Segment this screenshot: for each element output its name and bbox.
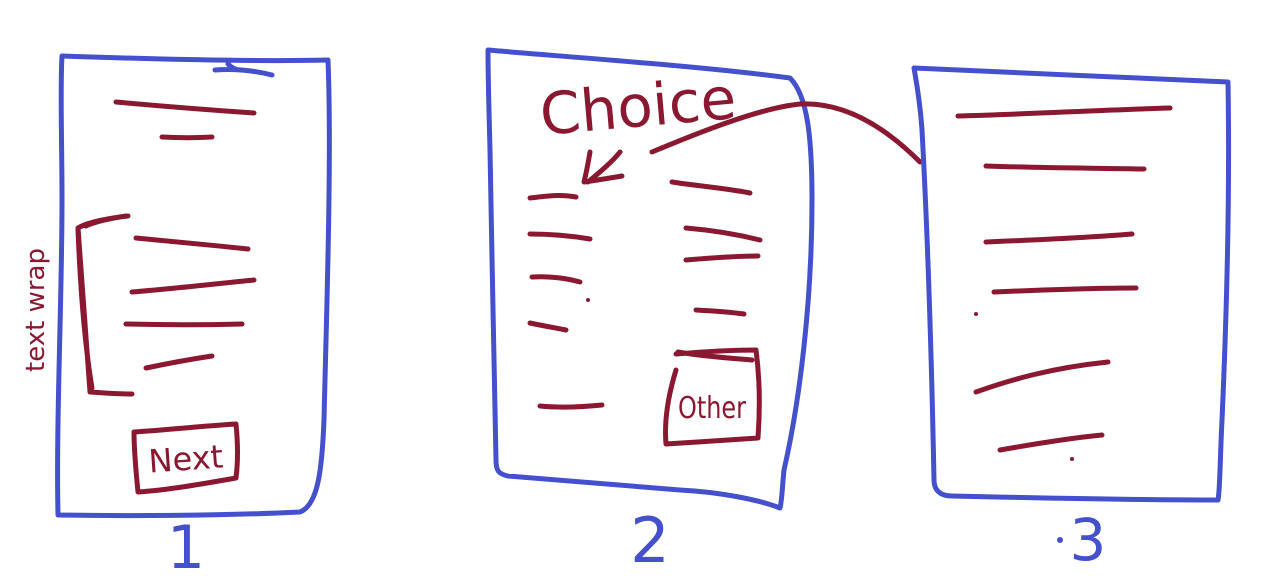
next-button-label: Next bbox=[147, 437, 224, 480]
choice-option-line bbox=[527, 320, 569, 333]
screen-1-text-line bbox=[143, 353, 215, 371]
screen-3-text-line bbox=[973, 359, 1111, 395]
choice-option-line bbox=[693, 307, 747, 317]
choice-option-line bbox=[527, 192, 579, 201]
screen-3-number-dot bbox=[1057, 537, 1063, 543]
next-button-box bbox=[131, 421, 240, 495]
screen-3-dot bbox=[1070, 457, 1074, 461]
flow-connector bbox=[649, 101, 923, 165]
screen-1-subtitle-line bbox=[159, 134, 215, 141]
screen-2-number: 2 bbox=[630, 504, 669, 576]
screen-1-frame bbox=[55, 53, 332, 519]
screen-3-dot bbox=[974, 312, 978, 316]
choice-option-line bbox=[527, 231, 593, 242]
screen-1-text-line bbox=[123, 321, 245, 328]
screen-2-heading: Choice bbox=[537, 64, 739, 149]
choice-option-line bbox=[683, 253, 761, 263]
screen-3-text-line bbox=[955, 105, 1173, 119]
screen-1-number: 1 bbox=[167, 513, 205, 576]
screen-1-bracket-note: text wrap bbox=[21, 248, 51, 372]
screen-1-text-line bbox=[129, 277, 257, 295]
screen-1-text-bracket bbox=[75, 213, 135, 397]
screen-3: 3 bbox=[586, 65, 1232, 574]
choice-option-line bbox=[537, 402, 605, 410]
choice-option-line bbox=[529, 274, 583, 285]
screen-3-text-line bbox=[991, 285, 1139, 295]
other-button-label: Other bbox=[678, 391, 747, 426]
screen-3-text-line bbox=[983, 163, 1147, 172]
screen-2-dot bbox=[586, 298, 590, 302]
screen-1: text wrap Next 1 bbox=[21, 53, 332, 576]
screen-3-frame bbox=[911, 65, 1232, 503]
screen-1-title-line bbox=[113, 99, 257, 116]
choice-arrow bbox=[581, 149, 625, 185]
choice-option-line bbox=[683, 225, 763, 243]
screen-1-text-line bbox=[133, 235, 251, 252]
screen-2: Choice Other 2 bbox=[485, 47, 815, 576]
screen-3-text-line bbox=[997, 432, 1105, 453]
other-button-box bbox=[663, 347, 762, 447]
screen-2-frame bbox=[485, 47, 815, 511]
choice-option-line bbox=[669, 179, 753, 196]
screen-3-number: 3 bbox=[1070, 506, 1107, 574]
screen-3-text-line bbox=[983, 231, 1135, 245]
